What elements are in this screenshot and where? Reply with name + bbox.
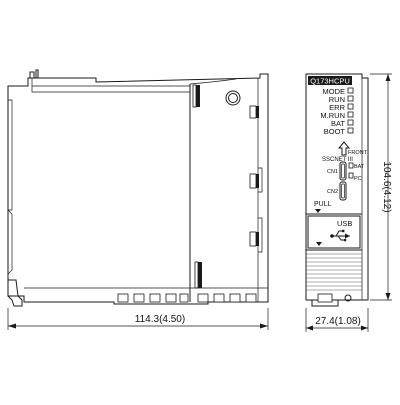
vent (165, 293, 177, 303)
usb-icon (330, 229, 350, 242)
vent (197, 293, 209, 303)
led-bat (347, 119, 354, 126)
bat-label: BAT (354, 164, 365, 170)
bottom-screw-block (317, 293, 333, 303)
bottom-screw (344, 294, 352, 302)
vent (229, 293, 241, 303)
front-view: Q173HCPU MODE RUN ERR M.RUN BAT BOOT FRO… (305, 73, 392, 332)
pc-switch[interactable] (348, 172, 354, 179)
cn2-label: CN2 (327, 189, 338, 195)
front-housing-outline (305, 73, 369, 301)
model-label-bg (308, 76, 352, 85)
bat-switch[interactable] (348, 162, 354, 169)
cn1-label: CN1 (327, 169, 338, 175)
led-mrun (347, 111, 354, 118)
right-notch-1 (258, 167, 263, 193)
cn2-port (341, 183, 345, 199)
usb-label: USB (337, 219, 352, 228)
vent (117, 293, 129, 303)
vent (133, 293, 145, 303)
led-label-err: ERR (329, 103, 345, 112)
sscnet-label: SSCNET III (322, 157, 353, 163)
right-tab-3 (249, 231, 257, 247)
usb-cover[interactable] (307, 215, 361, 249)
led-run (347, 95, 354, 102)
led-boot (347, 127, 354, 134)
right-tab-2 (249, 173, 257, 189)
led-group: MODE RUN ERR M.RUN BAT BOOT (320, 87, 354, 136)
model-label: Q173HCPU (310, 77, 350, 86)
cover-curve (189, 78, 237, 85)
led-label-mrun: M.RUN (320, 111, 345, 120)
height-arrow-top (385, 74, 391, 81)
dim-arrow-left (8, 323, 16, 329)
pc-label: PC (354, 176, 362, 182)
screw-outer (225, 90, 241, 106)
vent (149, 293, 161, 303)
led-err (347, 103, 354, 110)
front-width-label: 27.4(1.08) (315, 316, 361, 327)
pull-label: PULL (314, 201, 332, 208)
bottom-latch (7, 279, 23, 307)
right-tab-1 (249, 105, 257, 119)
left-step (8, 99, 13, 211)
right-tab-3-dark (256, 232, 259, 246)
led-label-bat: BAT (331, 119, 345, 128)
dim-arrow-right (260, 323, 268, 329)
vent (213, 293, 225, 303)
side-housing-outline (7, 73, 269, 305)
top-hook (29, 71, 35, 78)
right-notch-2 (258, 217, 263, 253)
front-dim-arrow-right (361, 325, 368, 331)
cover-slot-top (196, 85, 200, 107)
side-width-label: 114.3(4.50) (135, 314, 185, 325)
down-triangle-icon (315, 209, 321, 213)
cover-slot-top-frame (192, 84, 197, 108)
bottom-base (311, 300, 339, 307)
front-dim-arrow-left (306, 325, 313, 331)
cover-slot-bottom-frame (194, 261, 199, 289)
right-tab-1-dark (256, 106, 259, 118)
led-label-run: RUN (329, 95, 345, 104)
cn1-connector[interactable] (339, 161, 347, 181)
lower-panel-hatch (306, 253, 362, 291)
up-arrow-icon (337, 141, 351, 156)
screw-inner (228, 93, 238, 103)
bottom-vents (117, 293, 257, 303)
led-label-boot: BOOT (324, 127, 346, 136)
vent (179, 293, 189, 303)
cover-triangle (316, 242, 322, 246)
front-height-label: 104.6(4.12) (381, 161, 392, 212)
led-mode (347, 87, 354, 94)
left-step-2 (7, 209, 13, 275)
right-tab-2-dark (256, 174, 259, 188)
cover-slot-bottom (198, 262, 202, 288)
cn1-port (341, 163, 345, 179)
led-label-mode: MODE (323, 87, 346, 96)
top-hook-2 (35, 69, 39, 78)
cn2-connector[interactable] (339, 181, 347, 201)
height-arrow-bottom (385, 293, 391, 300)
front-marker: FRONT (348, 150, 368, 156)
vent (245, 293, 257, 303)
side-view: 114.3(4.50) (7, 69, 269, 330)
